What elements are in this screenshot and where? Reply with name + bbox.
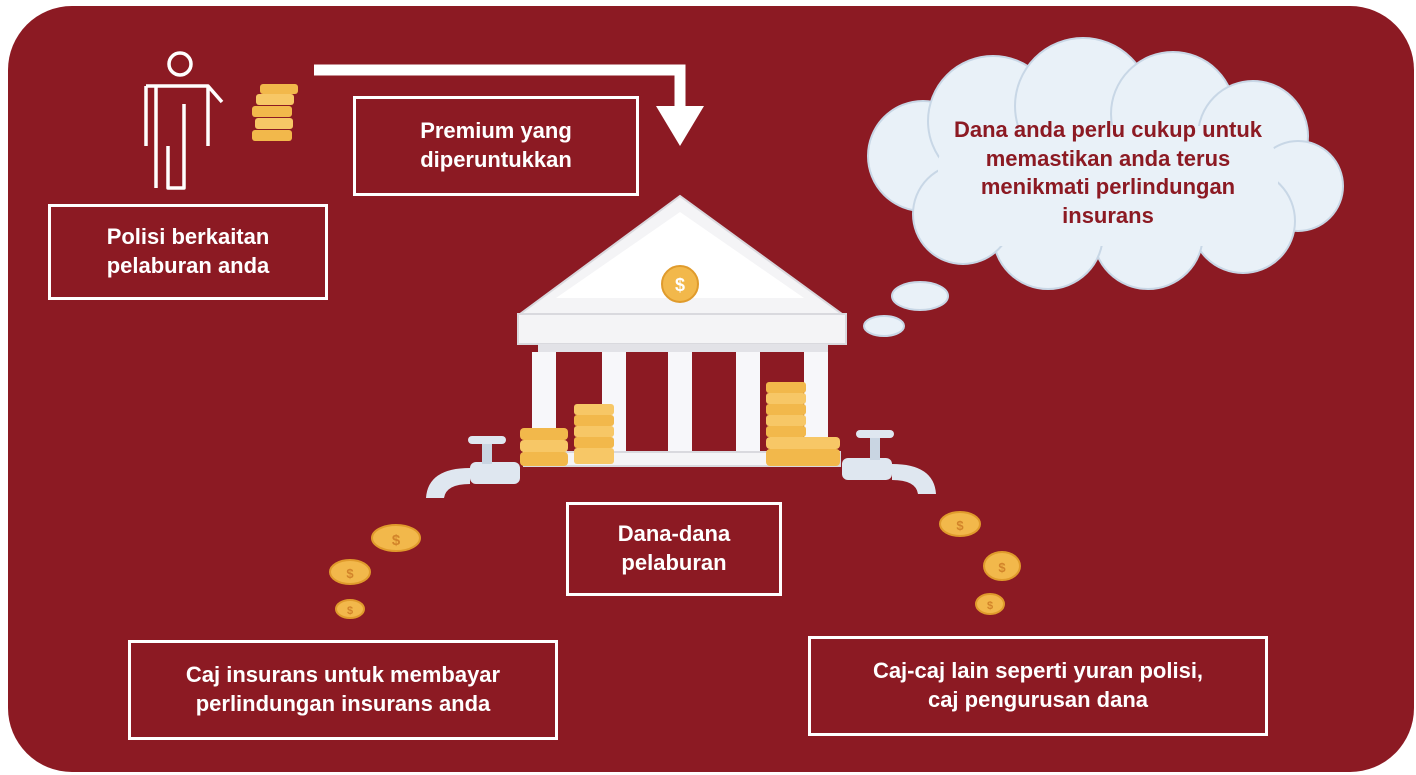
coin-pile-right bbox=[766, 382, 840, 466]
svg-text:$: $ bbox=[998, 560, 1006, 575]
dollar-coin-icon: $ bbox=[983, 551, 1021, 581]
cloud-line: menikmati perlindungan bbox=[980, 174, 1236, 200]
dollar-coin-icon: $ bbox=[371, 524, 421, 552]
policy-label-line: pelaburan anda bbox=[106, 253, 270, 278]
insurance-charge-label-box: Caj insurans untuk membayar perlindungan… bbox=[128, 640, 558, 740]
premium-label-line: Premium yang bbox=[420, 118, 572, 144]
other-charges-label-box: Caj-caj lain seperti yuran polisi, caj p… bbox=[808, 636, 1268, 736]
tap-icon bbox=[426, 436, 520, 498]
funds-label-box: Dana-dana pelaburan bbox=[566, 502, 782, 596]
svg-text:$: $ bbox=[675, 275, 685, 295]
coin-pile-left bbox=[520, 404, 614, 466]
svg-text:$: $ bbox=[392, 532, 401, 549]
funds-label-line: pelaburan bbox=[621, 550, 727, 575]
diagram-panel: $ bbox=[8, 6, 1414, 772]
tap-icon bbox=[842, 430, 936, 494]
person-icon bbox=[144, 51, 224, 190]
dollar-coin-icon: $ bbox=[329, 559, 371, 585]
cloud-message: Dana anda perlu cukup untuk memastikan a… bbox=[868, 116, 1348, 230]
svg-text:$: $ bbox=[347, 605, 353, 617]
svg-text:$: $ bbox=[956, 518, 964, 533]
funds-label-line: Dana-dana bbox=[617, 521, 731, 547]
thought-cloud-icon bbox=[863, 37, 1344, 337]
policy-label-box: Polisi berkaitan pelaburan anda bbox=[48, 204, 328, 300]
other-charges-label-line: Caj-caj lain seperti yuran polisi, bbox=[872, 658, 1204, 684]
arrow-down-icon bbox=[314, 64, 704, 146]
premium-label-line: diperuntukkan bbox=[420, 147, 572, 172]
svg-text:$: $ bbox=[987, 600, 993, 612]
other-charges-label-line: caj pengurusan dana bbox=[927, 687, 1149, 712]
cloud-line: memastikan anda terus bbox=[985, 145, 1231, 171]
cloud-line: insurans bbox=[1062, 202, 1154, 228]
coin-stack-icon bbox=[252, 84, 298, 141]
dollar-coin-icon: $ bbox=[975, 593, 1005, 615]
diagram-artwork: $ bbox=[144, 37, 1344, 619]
dollar-coin-icon: $ bbox=[939, 511, 981, 537]
svg-text:$: $ bbox=[346, 566, 354, 581]
insurance-charge-label-line: Caj insurans untuk membayar bbox=[185, 662, 501, 688]
bank-icon: $ bbox=[516, 194, 847, 467]
policy-label-line: Polisi berkaitan bbox=[106, 224, 270, 250]
dollar-coin-icon: $ bbox=[335, 599, 365, 619]
insurance-charge-label-line: perlindungan insurans anda bbox=[195, 691, 491, 716]
premium-label-box: Premium yang diperuntukkan bbox=[353, 96, 639, 196]
cloud-line: Dana anda perlu cukup untuk bbox=[953, 117, 1263, 142]
